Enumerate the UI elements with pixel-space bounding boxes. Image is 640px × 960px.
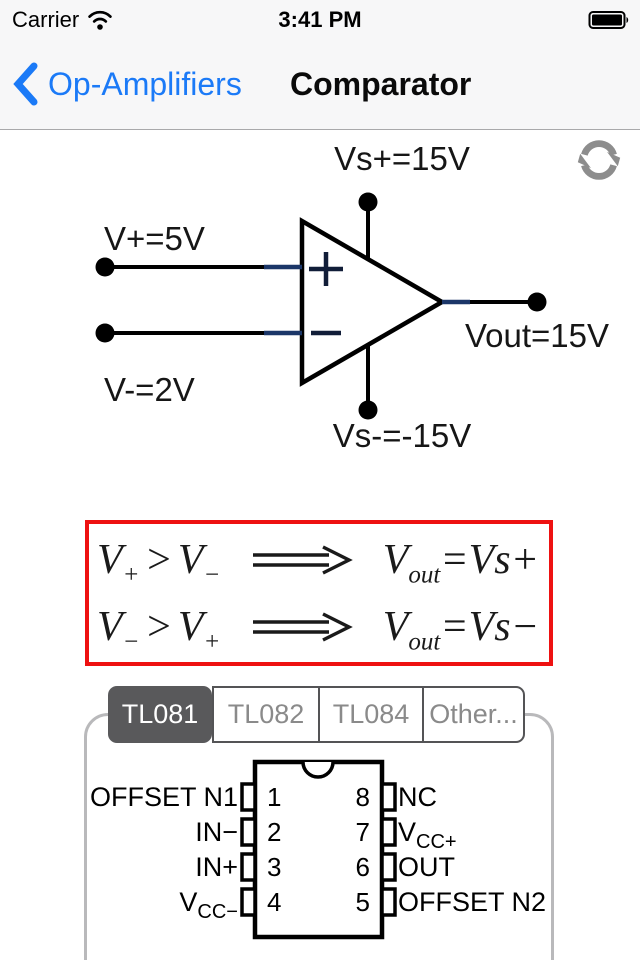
pin-number: 6 — [356, 852, 370, 882]
rule-row-2: V−>V+ Vout=Vs− — [89, 594, 549, 660]
pin-label: NC — [398, 782, 437, 812]
pin-label: OFFSET N1 — [90, 782, 238, 812]
refresh-button[interactable] — [570, 136, 628, 184]
right-pins: 8 7 6 5 NC VCC+ OUT OFFSET N2 — [356, 782, 547, 917]
tab-tl082[interactable]: TL082 — [212, 686, 320, 743]
pin-label: VCC+ — [398, 817, 457, 853]
supply-positive-wire — [358, 192, 378, 260]
output-label: Vout=15V — [465, 317, 609, 354]
pin-label: IN+ — [195, 852, 238, 882]
input-positive-label[interactable]: V+=5V — [104, 220, 205, 257]
input-negative-label[interactable]: V-=2V — [104, 371, 195, 408]
page-title: Comparator — [290, 65, 472, 102]
input-negative-wire — [95, 323, 302, 343]
rule-row-1: V+>V− Vout=Vs+ — [89, 527, 549, 593]
opamp-circuit-diagram: Vs+=15V V+=5V V-=2V — [95, 140, 609, 454]
input-positive-wire — [95, 257, 302, 277]
refresh-icon — [577, 140, 621, 180]
pin-label: OFFSET N2 — [398, 887, 546, 917]
carrier-label: Carrier — [12, 7, 80, 32]
clock: 3:41 PM — [278, 7, 362, 32]
battery-icon — [588, 11, 629, 29]
output-wire — [442, 292, 547, 312]
rule2-result: Vout=Vs− — [382, 603, 539, 655]
back-button[interactable]: Op-Amplifiers — [12, 40, 242, 128]
pin-number: 7 — [356, 817, 370, 847]
tab-tl084[interactable]: TL084 — [317, 686, 425, 743]
back-chevron-icon — [13, 62, 38, 106]
ic-package — [252, 759, 385, 940]
rule1-condition: V+>V− — [97, 536, 221, 588]
supply-positive-label[interactable]: Vs+=15V — [334, 140, 470, 177]
pin-number: 5 — [356, 887, 370, 917]
tab-other[interactable]: Other... — [422, 686, 525, 743]
comparator-rule-box: V+>V− Vout=Vs+ V−>V+ Vout=Vs− — [85, 520, 553, 666]
wifi-icon — [88, 10, 112, 30]
pin-number: 3 — [267, 852, 281, 882]
back-button-label: Op-Amplifiers — [48, 65, 242, 102]
opamp-triangle — [299, 217, 447, 387]
pin-number: 2 — [267, 817, 281, 847]
noninverting-input-symbol — [309, 252, 343, 286]
supply-negative-label[interactable]: Vs-=-15V — [333, 417, 471, 454]
pin-label: IN− — [195, 817, 238, 847]
pin-number: 1 — [267, 782, 281, 812]
status-bar: Carrier 3:41 PM — [0, 0, 640, 40]
implies-arrow-icon — [252, 611, 353, 642]
header: Carrier 3:41 PM Op-Amplifiers Comparator — [0, 0, 640, 130]
pin-label: VCC− — [179, 887, 238, 923]
tab-tl081[interactable]: TL081 — [108, 686, 212, 743]
rule1-result: Vout=Vs+ — [382, 536, 539, 588]
left-pins: 1 2 3 4 OFFSET N1 IN− IN+ VCC− — [90, 782, 282, 923]
pin-number: 4 — [267, 887, 281, 917]
chip-tab-bar: TL081 TL082 TL084 Other... — [108, 686, 530, 743]
pin-number: 8 — [356, 782, 370, 812]
pin-label: OUT — [398, 852, 455, 882]
dip8-pinout-diagram: 1 2 3 4 OFFSET N1 IN− IN+ VCC− 8 7 6 5 N… — [90, 759, 547, 940]
pin1-notch — [301, 761, 335, 779]
rule2-condition: V−>V+ — [97, 603, 221, 655]
nav-bar: Op-Amplifiers Comparator — [0, 40, 640, 128]
supply-negative-wire — [358, 344, 378, 420]
implies-arrow-icon — [252, 544, 353, 575]
